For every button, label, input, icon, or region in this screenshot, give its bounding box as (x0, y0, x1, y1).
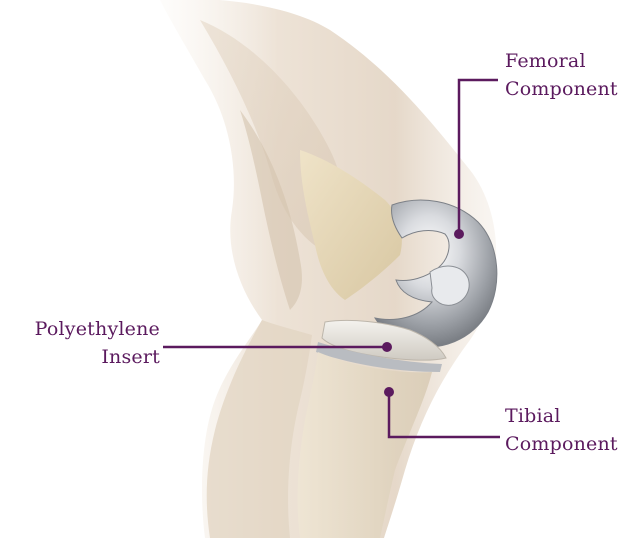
tibial-label-line1: Tibial (505, 402, 618, 430)
femoral-dot (454, 229, 464, 239)
polyethylene-label-line2: Insert (35, 343, 160, 371)
tibial-label-line2: Component (505, 430, 618, 458)
polyethylene-label-line1: Polyethylene (35, 315, 160, 343)
femoral-component-notch (430, 266, 469, 305)
polyethylene-dot (382, 342, 392, 352)
polyethylene-insert-label: Polyethylene Insert (35, 315, 160, 371)
tibial-component-label: Tibial Component (505, 402, 618, 458)
femoral-component-label: Femoral Component (505, 47, 618, 103)
femoral-label-line1: Femoral (505, 47, 618, 75)
femoral-label-line2: Component (505, 75, 618, 103)
tibial-dot (384, 387, 394, 397)
